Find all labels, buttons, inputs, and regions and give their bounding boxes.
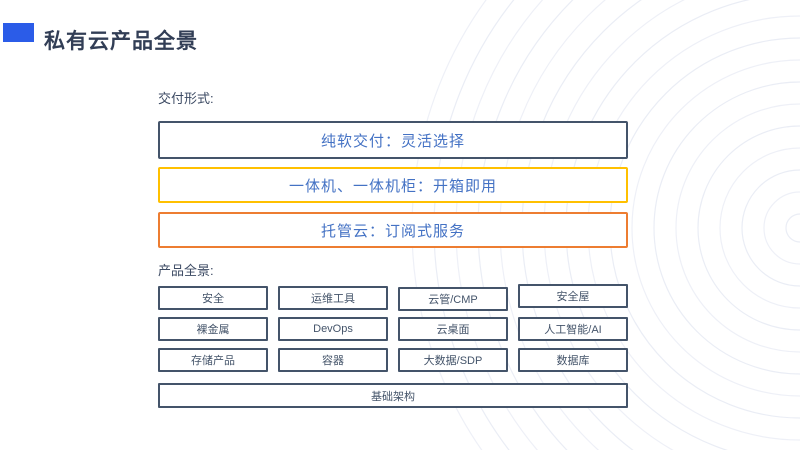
product-box-ai: 人工智能/AI — [518, 317, 628, 341]
product-box-bigdata-sdp: 大数据/SDP — [398, 348, 508, 372]
delivery-box-managed-cloud: 托管云：订阅式服务 — [158, 212, 628, 248]
product-box-cmp: 云管/CMP — [398, 287, 508, 311]
product-box-database: 数据库 — [518, 348, 628, 372]
product-box-security-house: 安全屋 — [518, 284, 628, 308]
product-box-container: 容器 — [278, 348, 388, 372]
delivery-box-appliance: 一体机、一体机柜：开箱即用 — [158, 167, 628, 203]
product-box-infrastructure: 基础架构 — [158, 383, 628, 408]
product-box-bare-metal: 裸金属 — [158, 317, 268, 341]
delivery-box-pure-software: 纯软交付：灵活选择 — [158, 121, 628, 159]
product-box-ops-tools: 运维工具 — [278, 286, 388, 310]
slide-body: 交付形式: 纯软交付：灵活选择 一体机、一体机柜：开箱即用 托管云：订阅式服务 … — [158, 92, 628, 408]
product-box-cloud-desktop: 云桌面 — [398, 317, 508, 341]
products-section-label: 产品全景: — [158, 263, 214, 278]
delivery-box-managed-cloud-label: 托管云：订阅式服务 — [320, 222, 465, 240]
page-title: 私有云产品全景 — [44, 30, 198, 53]
product-box-storage: 存储产品 — [158, 348, 268, 372]
slide-header: 私有云产品全景 — [0, 0, 800, 60]
product-box-infrastructure-label: 基础架构 — [371, 390, 415, 403]
product-box-devops: DevOps — [278, 317, 388, 341]
delivery-box-appliance-label: 一体机、一体机柜：开箱即用 — [288, 177, 497, 195]
delivery-box-pure-software-label: 纯软交付：灵活选择 — [320, 132, 465, 150]
delivery-section-label: 交付形式: — [158, 91, 214, 106]
title-accent-bar — [3, 23, 34, 42]
product-box-security: 安全 — [158, 286, 268, 310]
product-grid: 安全 运维工具 云管/CMP 安全屋 裸金属 DevOps 云桌面 人工智能/A… — [158, 284, 628, 372]
